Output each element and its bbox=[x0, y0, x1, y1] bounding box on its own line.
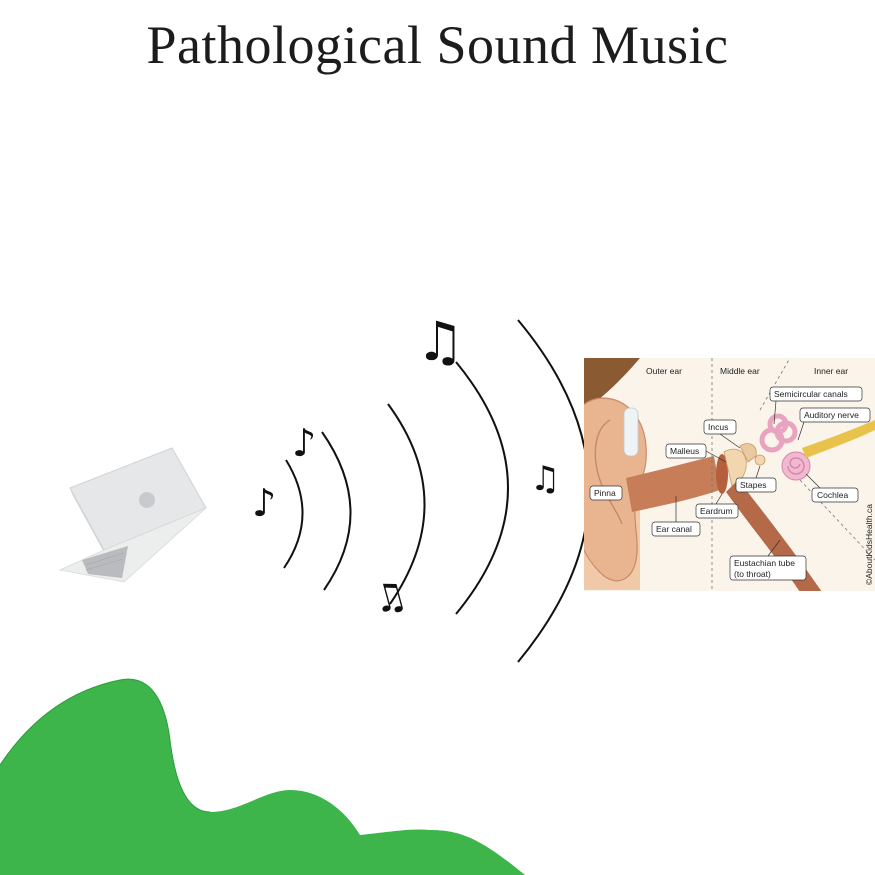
illustration-watermark: ©AboutKidsHealth.ca bbox=[864, 504, 874, 585]
music-note-icon: ♪ bbox=[292, 421, 316, 465]
ear-anatomy-illustration: Outer ear Middle ear Inner ear bbox=[584, 358, 875, 591]
music-note-icon: ♪ bbox=[252, 481, 276, 525]
sound-arc-4 bbox=[455, 361, 509, 615]
label-ear-canal: Ear canal bbox=[656, 524, 692, 534]
laptop-icon bbox=[58, 447, 207, 583]
section-inner-ear: Inner ear bbox=[814, 366, 848, 376]
label-auditory-nerve: Auditory nerve bbox=[804, 410, 859, 420]
label-semicircular-canals: Semicircular canals bbox=[774, 389, 848, 399]
sound-arc-1 bbox=[283, 459, 304, 569]
label-stapes: Stapes bbox=[740, 480, 766, 490]
label-eustachian-tube-sub: (to throat) bbox=[734, 569, 771, 579]
label-malleus: Malleus bbox=[670, 446, 699, 456]
label-cochlea: Cochlea bbox=[817, 490, 848, 500]
green-wave bbox=[0, 679, 525, 875]
green-wave-top-edge bbox=[0, 678, 211, 813]
music-note-icon: ♫ bbox=[416, 310, 464, 373]
music-note-icon: ♫ bbox=[530, 459, 560, 499]
page-title: Pathological Sound Music bbox=[146, 15, 729, 75]
label-eardrum: Eardrum bbox=[700, 506, 733, 516]
section-outer-ear: Outer ear bbox=[646, 366, 682, 376]
ear-canal-shape bbox=[626, 456, 720, 512]
label-pinna: Pinna bbox=[594, 488, 616, 498]
label-incus: Incus bbox=[708, 422, 728, 432]
sound-arc-2 bbox=[321, 431, 352, 591]
section-middle-ear: Middle ear bbox=[720, 366, 760, 376]
sound-arc-3 bbox=[387, 403, 426, 605]
label-eustachian-tube: Eustachian tube bbox=[734, 558, 795, 568]
